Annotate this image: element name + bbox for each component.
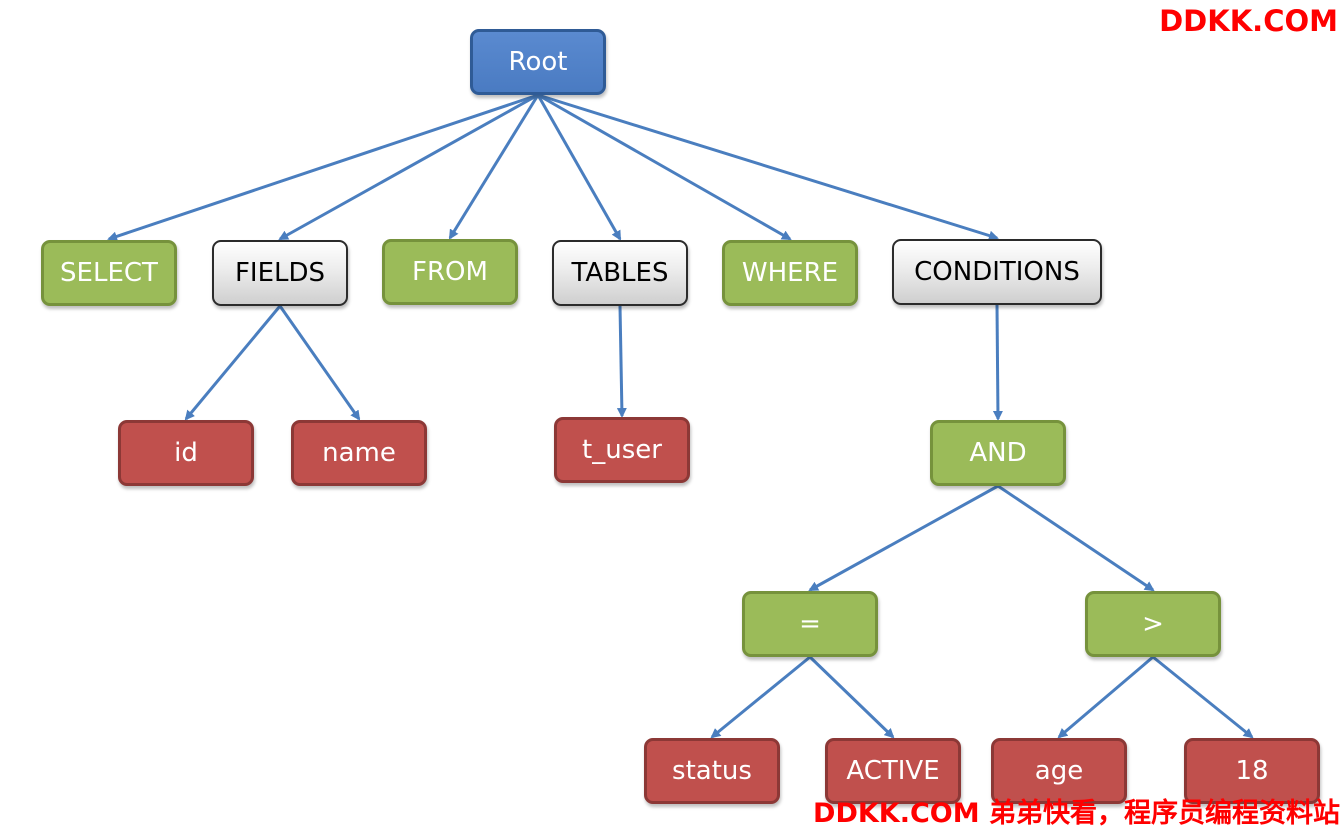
node-where: WHERE [722, 240, 858, 306]
node-tables: TABLES [552, 240, 688, 306]
edge-fields-to-name [278, 305, 361, 421]
edge-tables-to-t_user [616, 305, 627, 418]
node-fields: FIELDS [212, 240, 348, 306]
watermark-bottom: DDKK.COM 弟弟快看，程序员编程资料站 [813, 798, 1340, 829]
edge-root-to-from [448, 94, 540, 240]
node-age: age [991, 738, 1127, 804]
edge-conditions-to-and [992, 304, 1003, 421]
edge-root-to-select [107, 93, 539, 242]
node-eighteen: 18 [1184, 738, 1320, 804]
node-and: AND [930, 420, 1066, 486]
edge-root-to-conditions [537, 93, 999, 241]
edge-fields-to-id [184, 305, 282, 421]
edge-eq-to-status [710, 655, 811, 739]
edge-gt-to-eighteen [1152, 655, 1254, 739]
node-t-user: t_user [554, 417, 690, 483]
node-select: SELECT [41, 240, 177, 306]
node-id: id [118, 420, 254, 486]
node-name: name [291, 420, 427, 486]
node-status: status [644, 738, 780, 804]
node-root: Root [470, 29, 606, 95]
edge-root-to-where [537, 93, 792, 241]
edge-gt-to-age [1057, 655, 1154, 739]
node-equals: = [742, 591, 878, 657]
watermark-top: DDKK.COM [1159, 4, 1338, 38]
node-active: ACTIVE [825, 738, 961, 804]
edge-eq-to-active [808, 655, 895, 739]
edge-root-to-fields [278, 93, 539, 241]
edge-root-to-tables [536, 94, 622, 241]
edge-and-to-eq [808, 484, 999, 592]
edge-and-to-gt [997, 484, 1155, 592]
node-greater-than: > [1085, 591, 1221, 657]
node-conditions: CONDITIONS [892, 239, 1102, 305]
node-from: FROM [382, 239, 518, 305]
